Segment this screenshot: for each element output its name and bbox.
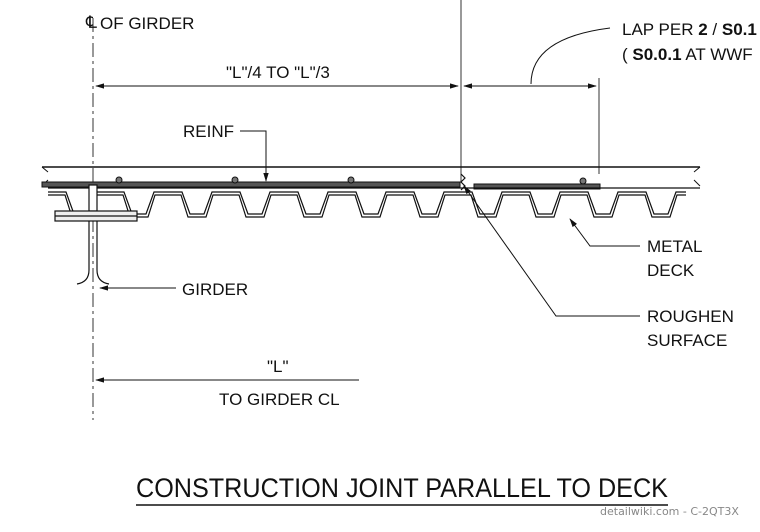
lap-leader (530, 27, 611, 85)
girder-label: GIRDER (182, 280, 248, 299)
lap-note-line1: LAP PER 2 / S0.1 (622, 20, 757, 39)
metal-deck (48, 187, 700, 218)
centerline-label: OF GIRDER (100, 14, 194, 33)
metal-deck-leader (569, 218, 640, 247)
reinf-bar-left (41, 181, 461, 188)
lap-note-line2: ( S0.0.1 AT WWF (622, 45, 753, 64)
deck-profile-bottom (48, 194, 686, 218)
deck-profile-top (48, 191, 686, 215)
centerline-symbol: ℄ (85, 13, 97, 32)
dim-bottom-label: "L" (267, 357, 289, 376)
dim-bottom-sublabel: TO GIRDER CL (219, 390, 340, 409)
dim-top-label: "L"/4 TO "L"/3 (226, 63, 330, 82)
watermark: detailwiki.com - C-2QT3X (600, 505, 739, 518)
roughen-label-2: SURFACE (647, 331, 727, 350)
reinf-leader (240, 130, 269, 182)
reinf-bar-right (473, 183, 601, 190)
reinf-label: REINF (183, 122, 234, 141)
roughen-label-1: ROUGHEN (647, 307, 734, 326)
girder-section (54, 184, 138, 285)
metal-deck-label-2: DECK (647, 261, 695, 280)
metal-deck-label-1: METAL (647, 237, 702, 256)
roughen-leader (463, 185, 640, 317)
rebar-dots (115, 176, 587, 185)
drawing-title: CONSTRUCTION JOINT PARALLEL TO DECK (136, 473, 668, 503)
